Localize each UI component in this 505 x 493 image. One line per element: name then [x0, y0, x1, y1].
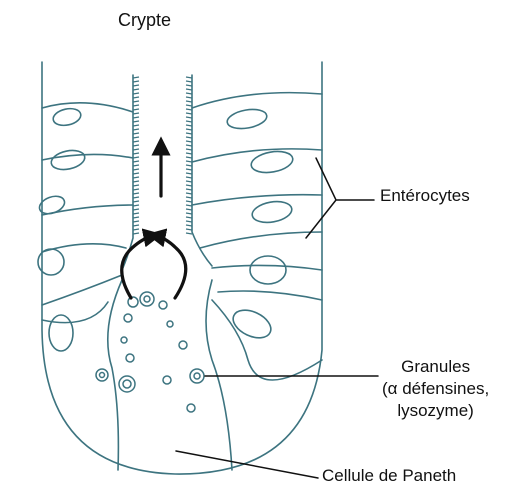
microvillus: [186, 149, 192, 150]
microvillus: [186, 125, 192, 126]
microvillus: [186, 233, 192, 234]
granules-label-line3: lysozyme): [382, 400, 489, 422]
microvillus: [186, 221, 192, 222]
microvillus: [186, 117, 192, 118]
microvillus: [133, 93, 139, 94]
microvillus: [133, 197, 139, 198]
microvillus: [133, 177, 139, 178]
microvillus: [186, 201, 192, 202]
microvillus: [133, 81, 139, 82]
microvillus: [133, 141, 139, 142]
microvillus: [186, 185, 192, 186]
right-secretion-arrow: [156, 236, 186, 298]
microvillus: [133, 201, 139, 202]
microvillus: [186, 113, 192, 114]
right-enterocyte-borders: [192, 93, 322, 300]
left-secretion-arrow: [122, 236, 153, 298]
microvillus: [186, 213, 192, 214]
microvillus: [186, 81, 192, 82]
microvillus: [133, 185, 139, 186]
microvillus: [133, 105, 139, 106]
microvillus: [133, 137, 139, 138]
microvillus: [133, 97, 139, 98]
microvillus: [186, 157, 192, 158]
microvillus: [133, 217, 139, 218]
microvillus: [133, 89, 139, 90]
microvillus: [133, 149, 139, 150]
microvillus: [133, 205, 139, 206]
microvillus: [186, 197, 192, 198]
microvillus: [133, 77, 139, 78]
microvillus: [133, 173, 139, 174]
enterocytes-label: Entérocytes: [380, 186, 470, 206]
microvillus: [133, 209, 139, 210]
microvillus: [186, 209, 192, 210]
microvillus: [186, 137, 192, 138]
microvillus: [186, 225, 192, 226]
microvillus: [186, 109, 192, 110]
microvillus: [133, 121, 139, 122]
microvillus: [186, 161, 192, 162]
crypt-outer-wall: [42, 62, 322, 474]
microvillus: [186, 145, 192, 146]
microvillus: [133, 85, 139, 86]
microvillus: [186, 141, 192, 142]
microvillus: [133, 229, 139, 230]
microvillus: [186, 85, 192, 86]
microvillus: [186, 205, 192, 206]
microvillus: [186, 189, 192, 190]
microvillus: [186, 153, 192, 154]
microvillus: [133, 221, 139, 222]
microvillus: [133, 125, 139, 126]
microvillus: [133, 117, 139, 118]
granules-label-line1: Granules: [382, 356, 489, 378]
enterocytes-bracket: [306, 158, 374, 238]
microvillus: [186, 229, 192, 230]
microvillus: [133, 145, 139, 146]
crypt-lumen-right-wall: [192, 75, 212, 266]
enterocyte-nuclei: [37, 106, 294, 351]
microvillus: [133, 213, 139, 214]
microvillus: [186, 129, 192, 130]
microvillus: [133, 233, 139, 234]
microvillus: [186, 77, 192, 78]
microvillus: [133, 157, 139, 158]
microvillus: [186, 217, 192, 218]
microvillus: [186, 169, 192, 170]
microvillus: [133, 181, 139, 182]
granules-label-line2: (α défensines,: [382, 378, 489, 400]
microvillus: [133, 133, 139, 134]
microvillus: [133, 109, 139, 110]
microvillus: [186, 173, 192, 174]
microvillus: [133, 161, 139, 162]
microvillus: [186, 89, 192, 90]
paneth-cell-label: Cellule de Paneth: [322, 466, 456, 486]
microvillus: [186, 177, 192, 178]
microvillus: [186, 97, 192, 98]
microvillus: [133, 129, 139, 130]
microvillus: [186, 133, 192, 134]
granules-label: Granules (α défensines, lysozyme): [382, 356, 489, 422]
paneth-cell-boundaries: [42, 280, 322, 470]
microvillus: [133, 225, 139, 226]
microvillus: [133, 101, 139, 102]
microvillus: [133, 165, 139, 166]
microvillus: [186, 193, 192, 194]
microvillus: [186, 93, 192, 94]
crypt-lumen-left-wall: [122, 75, 133, 270]
microvillus: [133, 153, 139, 154]
microvillus: [133, 193, 139, 194]
microvillus: [186, 105, 192, 106]
microvillus: [133, 113, 139, 114]
microvillus: [186, 121, 192, 122]
microvillus: [186, 165, 192, 166]
microvillus: [186, 181, 192, 182]
microvillus: [186, 101, 192, 102]
microvillus: [133, 189, 139, 190]
microvillus: [133, 169, 139, 170]
